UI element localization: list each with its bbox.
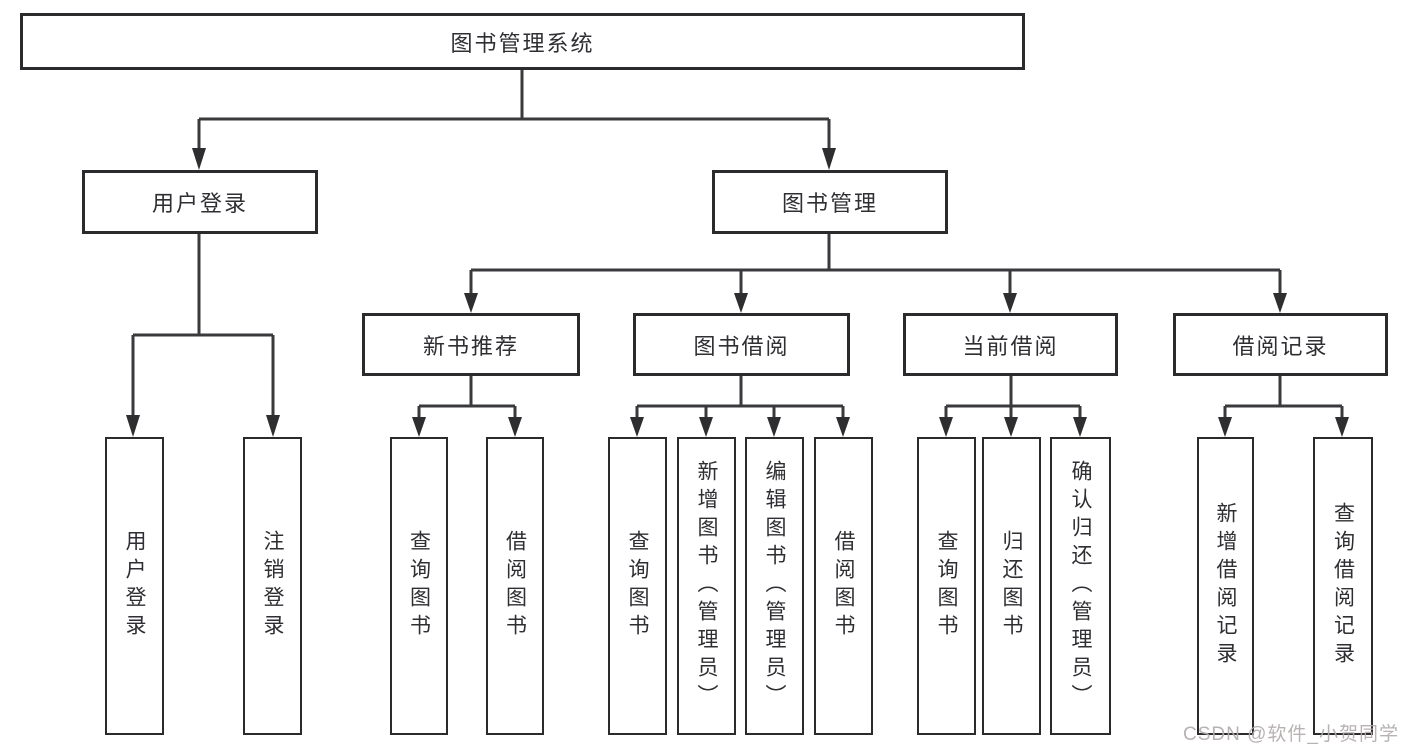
leaf-confirm-return-admin: 确认归还（管理员） <box>1050 437 1111 735</box>
node-borrow-records-label: 借阅记录 <box>1232 333 1329 359</box>
leaf-recommend-query-books: 查询图书 <box>390 437 448 735</box>
leaf-query-borrow-record-label: 查询借阅记录 <box>1331 502 1355 670</box>
leaf-add-borrow-record: 新增借阅记录 <box>1197 437 1254 735</box>
node-book-borrowing: 图书借阅 <box>633 313 850 376</box>
leaf-add-borrow-record-label: 新增借阅记录 <box>1214 502 1237 670</box>
leaf-current-query-books: 查询图书 <box>917 437 976 735</box>
leaf-borrowing-borrow-books: 借阅图书 <box>814 437 873 735</box>
leaf-recommend-query-books-label: 查询图书 <box>407 530 431 642</box>
node-current-borrowing: 当前借阅 <box>903 313 1118 376</box>
leaf-current-query-books-label: 查询图书 <box>935 530 958 642</box>
leaf-return-books: 归还图书 <box>982 437 1041 735</box>
node-book-management-label: 图书管理 <box>781 191 878 216</box>
leaf-logout: 注销登录 <box>243 437 302 735</box>
leaf-user-login: 用户登录 <box>105 437 164 735</box>
node-new-book-recommend-label: 新书推荐 <box>422 333 519 359</box>
arrowhead-icons <box>126 148 1349 437</box>
leaf-borrowing-query-books-label: 查询图书 <box>626 530 649 642</box>
leaf-return-books-label: 归还图书 <box>1000 530 1023 642</box>
leaf-confirm-return-admin-label: 确认归还（管理员） <box>1069 460 1092 712</box>
leaf-edit-books-admin-label: 编辑图书（管理员） <box>763 460 786 712</box>
leaf-add-books-admin: 新增图书（管理员） <box>677 437 736 735</box>
node-root-label: 图书管理系统 <box>450 30 595 56</box>
leaf-edit-books-admin: 编辑图书（管理员） <box>745 437 804 735</box>
node-user-login: 用户登录 <box>82 170 318 234</box>
node-book-management: 图书管理 <box>712 170 948 234</box>
leaf-borrowing-query-books: 查询图书 <box>608 437 667 735</box>
node-root: 图书管理系统 <box>20 13 1025 70</box>
watermark: CSDN @软件_小贺同学 <box>1183 724 1399 745</box>
leaf-borrowing-borrow-books-label: 借阅图书 <box>832 530 855 642</box>
leaf-query-borrow-record: 查询借阅记录 <box>1313 437 1373 735</box>
node-current-borrowing-label: 当前借阅 <box>962 333 1059 359</box>
node-user-login-label: 用户登录 <box>151 191 248 216</box>
node-borrow-records: 借阅记录 <box>1173 313 1388 376</box>
node-book-borrowing-label: 图书借阅 <box>693 333 790 359</box>
leaf-logout-label: 注销登录 <box>261 530 284 642</box>
leaf-user-login-label: 用户登录 <box>123 530 146 642</box>
leaf-recommend-borrow-books: 借阅图书 <box>486 437 544 735</box>
node-new-book-recommend: 新书推荐 <box>362 313 580 376</box>
leaf-add-books-admin-label: 新增图书（管理员） <box>695 460 718 712</box>
leaf-recommend-borrow-books-label: 借阅图书 <box>503 530 527 642</box>
